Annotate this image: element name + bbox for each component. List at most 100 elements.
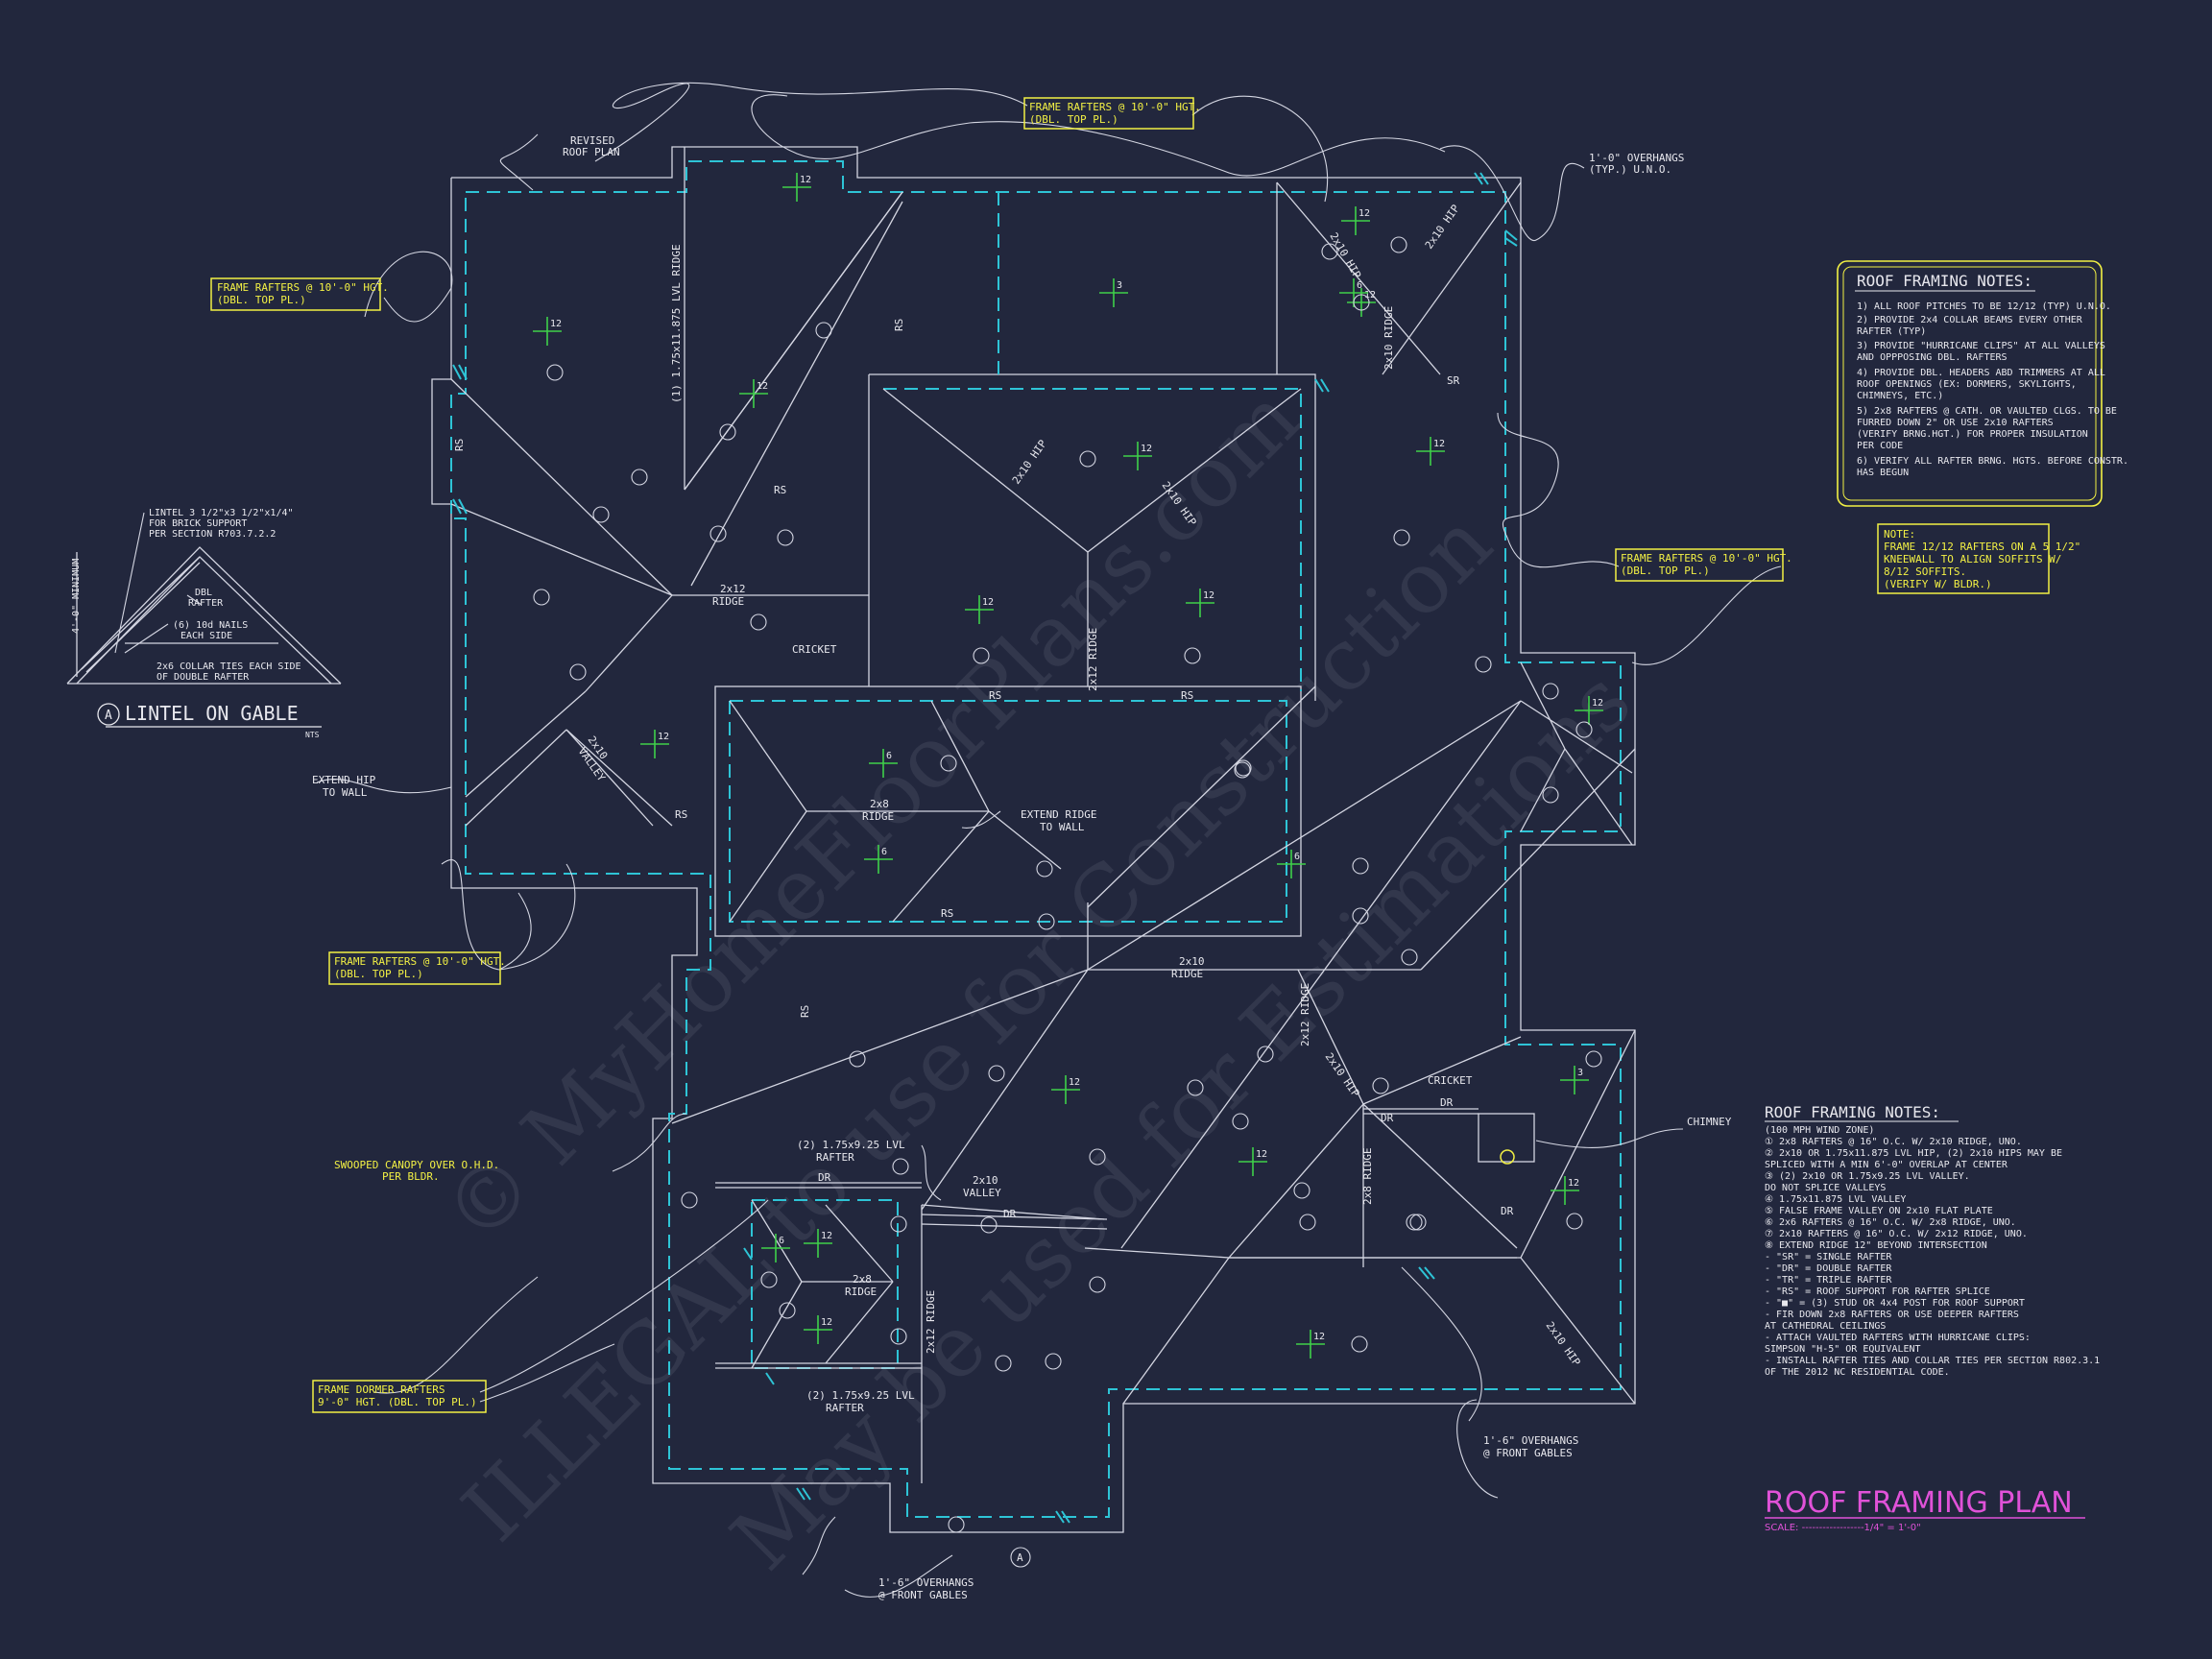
- pitch-symbol: 12: [1551, 1176, 1579, 1205]
- pitch-symbol: 12: [1186, 589, 1214, 617]
- notes-line-9: 5) 2x8 RAFTERS @ CATH. OR VAULTED CLGS. …: [1857, 406, 2117, 417]
- pitch-12: 12: [757, 381, 768, 392]
- ridge-2x12-v2-label: 2x12 RIDGE: [925, 1290, 937, 1354]
- lvl-bot-2: RAFTER: [826, 1402, 864, 1414]
- hip-label-2: 2x10 HIP: [1010, 438, 1049, 487]
- notes-line-5: AND OPPPOSING DBL. RAFTERS: [1857, 352, 2008, 363]
- hip-label-5: 2x10 HIP: [1544, 1319, 1583, 1368]
- pitch-symbol: 12: [533, 317, 562, 346]
- ridge-2x10-c-2: RIDGE: [1171, 968, 1203, 980]
- pitch-12: 12: [982, 597, 994, 608]
- ridge-2x12-a-1: 2x12: [720, 583, 746, 595]
- callout-5-line1: FRAME DORMER RAFTERS: [318, 1383, 445, 1396]
- pitch-12: 12: [550, 319, 562, 329]
- legend-line-17: - FIR DOWN 2x8 RAFTERS OR USE DEEPER RAF…: [1765, 1310, 2019, 1320]
- extend-ridge-2: TO WALL: [1040, 821, 1085, 833]
- pitch-6: 6: [1357, 280, 1362, 291]
- legend-line-7: ④ 1.75x11.875 LVL VALLEY: [1765, 1194, 1906, 1205]
- drawing-title-scale: SCALE: ------------------1/4" = 1'-0": [1765, 1523, 1921, 1533]
- lintel-min: 4'-0" MINIMUM: [71, 559, 82, 634]
- legend-line-18: AT CATHEDRAL CEILINGS: [1765, 1321, 1886, 1332]
- callout-frame-rafters-lower: FRAME RAFTERS @ 10'-0" HGT. (DBL. TOP PL…: [328, 951, 506, 985]
- annotation-labels: REVISED ROOF PLAN 1'-0" OVERHANGS (TYP.)…: [312, 134, 1732, 1601]
- note-line-3: KNEEWALL TO ALIGN SOFFITS W/: [1884, 553, 2061, 565]
- lintel-collar-1: 2x6 COLLAR TIES EACH SIDE: [156, 661, 301, 672]
- pitch-12: 12: [1592, 698, 1603, 709]
- pitch-symbol: 12: [965, 595, 994, 624]
- rs-label-3: RS: [1181, 689, 1193, 702]
- legend-line-16: - "■" = (3) STUD OR 4x4 POST FOR ROOF SU…: [1765, 1298, 2025, 1309]
- overhang-top-2: (TYP.) U.N.O.: [1589, 163, 1671, 176]
- pitch-symbol: 12: [640, 730, 669, 758]
- pitch-12: 12: [1141, 444, 1152, 454]
- hip-label-1: 2x10 HIP: [1327, 230, 1363, 281]
- notes-line-1: 1) ALL ROOF PITCHES TO BE 12/12 (TYP) U.…: [1857, 301, 2111, 312]
- ridge-2x8-v-label: 2x8 RIDGE: [1361, 1147, 1374, 1205]
- watermark: © MyHomeFloorPlans.com ILLEGAL to use fo…: [424, 369, 1649, 1589]
- cricket-label-1: CRICKET: [792, 643, 837, 656]
- overhang-front-r-1: 1'-6" OVERHANGS: [1483, 1434, 1578, 1447]
- callout-4-line1: FRAME RAFTERS @ 10'-0" HGT.: [334, 955, 506, 968]
- pitch-symbol: 3: [1560, 1066, 1589, 1094]
- notes-line-2: 2) PROVIDE 2x4 COLLAR BEAMS EVERY OTHER: [1857, 315, 2083, 325]
- notes-line-6: 4) PROVIDE DBL. HEADERS ABD TRIMMERS AT …: [1857, 368, 2105, 378]
- lintel-dbl-1: DBL: [195, 588, 212, 598]
- dr-label-5: DR: [1501, 1205, 1514, 1217]
- cricket-label-2: CRICKET: [1428, 1074, 1473, 1087]
- callout-frame-dormer: FRAME DORMER RAFTERS 9'-0" HGT. (DBL. TO…: [312, 1380, 487, 1413]
- lvl-ridge-label: (1) 1.75x11.875 LVL RIDGE: [670, 244, 683, 403]
- lvl-bot-1: (2) 1.75x9.25 LVL: [806, 1389, 915, 1402]
- callout-frame-rafters-right: FRAME RAFTERS @ 10'-0" HGT. (DBL. TOP PL…: [1615, 548, 1792, 582]
- ridge-2x12-v3-label: 2x12 RIDGE: [1299, 983, 1311, 1046]
- extend-hip-2: TO WALL: [323, 786, 368, 799]
- lintel-tag: A: [105, 709, 112, 723]
- extend-hip-1: EXTEND HIP: [312, 774, 376, 786]
- revised-label-1: REVISED: [570, 134, 614, 147]
- pitch-12: 12: [1358, 208, 1370, 219]
- wall-outline-dashed: [450, 160, 1622, 1518]
- valley-2x10-2: VALLEY: [963, 1187, 1001, 1199]
- pitch-12: 12: [821, 1231, 832, 1241]
- ridge-2x8-b-2: RIDGE: [845, 1286, 877, 1298]
- pitch-symbol: 12: [1296, 1330, 1325, 1358]
- pitch-symbol: 12: [739, 379, 768, 408]
- ridge-2x10-v-label: 2x10 RIDGE: [1382, 306, 1395, 370]
- rs-label-8: RS: [799, 1005, 811, 1018]
- framing-labels: 2x12 RIDGE 2x8 RIDGE 2x10 RIDGE 2x8 RIDG…: [453, 203, 1583, 1369]
- notes-line-4: 3) PROVIDE "HURRICANE CLIPS" AT ALL VALL…: [1857, 341, 2105, 351]
- callout-frame-rafters-left: FRAME RAFTERS @ 10'-0" HGT. (DBL. TOP PL…: [210, 277, 389, 311]
- dr-label-4: DR: [1440, 1096, 1454, 1109]
- legend-line-14: - "TR" = TRIPLE RAFTER: [1765, 1275, 1892, 1286]
- lintel-nts: NTS: [305, 731, 320, 739]
- lintel-collar-2: OF DOUBLE RAFTER: [156, 672, 250, 683]
- dr-label-2: DR: [1003, 1208, 1017, 1220]
- legend-line-1: (100 MPH WIND ZONE): [1765, 1125, 1874, 1136]
- pitch-symbol: 12: [1123, 442, 1152, 470]
- overhang-top-1: 1'-0" OVERHANGS: [1589, 152, 1684, 164]
- callout-4-line2: (DBL. TOP PL.): [334, 968, 423, 980]
- lintel-nails-1: (6) 10d NAILS: [173, 620, 248, 631]
- pitch-symbol: 12: [782, 173, 811, 202]
- leader-lines: [316, 82, 1782, 1598]
- pitch-symbol: 6: [864, 845, 893, 874]
- pitch-12: 12: [658, 732, 669, 742]
- legend-line-11: ⑧ EXTEND RIDGE 12" BEYOND INTERSECTION: [1765, 1240, 1987, 1251]
- pitch-symbol: 6: [1277, 850, 1306, 878]
- roof-outline: [431, 146, 1636, 1533]
- drawing-title-main: ROOF FRAMING PLAN: [1765, 1486, 2073, 1520]
- pitch-symbol: 12: [1238, 1147, 1267, 1176]
- notes-line-8: CHIMNEYS, ETC.): [1857, 391, 1943, 401]
- legend-line-10: ⑦ 2x10 RAFTERS @ 16" O.C. W/ 2x12 RIDGE,…: [1765, 1229, 2028, 1239]
- rs-label-6: RS: [453, 439, 466, 451]
- pitch-symbol: 3: [1099, 278, 1128, 307]
- ridge-2x8-a-2: RIDGE: [862, 810, 894, 823]
- yellow-callouts: FRAME RAFTERS @ 10'-0" HGT. (DBL. TOP PL…: [210, 97, 1792, 1413]
- chimney-label: CHIMNEY: [1687, 1116, 1732, 1128]
- revised-label-2: ROOF PLAN: [563, 146, 620, 158]
- pitch-12: 12: [1364, 290, 1376, 301]
- overhang-marks: [452, 172, 1518, 1524]
- overhang-front-r-2: @ FRONT GABLES: [1483, 1447, 1573, 1459]
- pitch-symbol: 6: [869, 749, 898, 778]
- roof-framing-notes-box: ROOF FRAMING NOTES: 1) ALL ROOF PITCHES …: [1837, 260, 2128, 507]
